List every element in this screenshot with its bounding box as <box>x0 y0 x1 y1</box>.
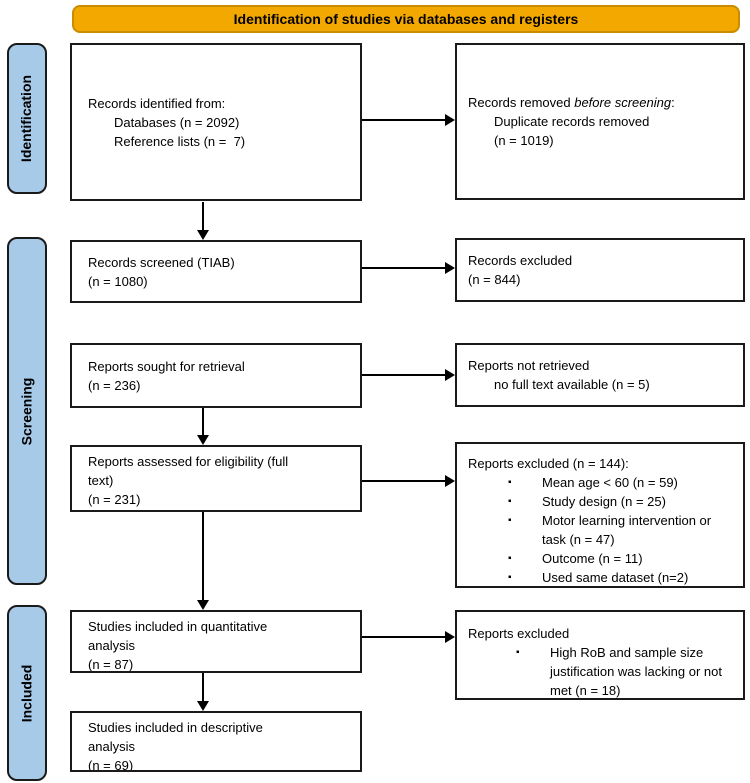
box-records-removed: Records removed before screening: Duplic… <box>455 43 745 200</box>
banner-identification-via-databases: Identification of studies via databases … <box>72 5 740 33</box>
exclusion-reason-text: Outcome (n = 11) <box>542 551 643 566</box>
arrow-right-assessed-to-excluded <box>362 475 455 487</box>
bullet-square-icon: ▪ <box>516 647 520 658</box>
bullet-square-icon: ▪ <box>508 515 512 526</box>
exclusion-reason-item: ▪ Mean age < 60 (n = 59) <box>508 473 737 492</box>
box-reports-excluded-eligibility: Reports excluded (n = 144): ▪ Mean age <… <box>455 442 745 588</box>
included-descriptive-line2: analysis <box>88 739 135 754</box>
records-excluded-line2: (n = 844) <box>468 272 521 287</box>
box-reports-not-retrieved: Reports not retrieved no full text avail… <box>455 343 745 407</box>
arrow-right-sought-to-not-retrieved <box>362 369 455 381</box>
reports-assessed-line1: Reports assessed for eligibility (full <box>88 454 289 469</box>
exclusion-reason-item: ▪ Outcome (n = 11) <box>508 549 737 568</box>
banner-label: Identification of studies via databases … <box>233 10 579 27</box>
bullet-square-icon: ▪ <box>508 553 512 564</box>
records-screened-line2: (n = 1080) <box>88 273 148 289</box>
exclusion-reason-item: ▪ High RoB and sample size justification… <box>516 643 737 698</box>
included-quantitative-line1: Studies included in quantitative <box>88 619 268 634</box>
records-excluded-line1: Records excluded <box>468 253 573 268</box>
reports-sought-line2: (n = 236) <box>88 377 141 393</box>
records-identified-line3: Reference lists (n = 7) <box>114 133 246 149</box>
bullet-square-icon: ▪ <box>508 572 512 583</box>
phase-label-screening-text: Screening <box>18 377 35 445</box>
arrow-right-screened-to-excluded <box>362 262 455 274</box>
arrow-down-identified-to-screened <box>197 202 209 240</box>
reports-not-retrieved-line1: Reports not retrieved <box>468 358 590 373</box>
phase-label-included: Included <box>7 605 47 781</box>
records-removed-line3: (n = 1019) <box>494 133 554 148</box>
included-quantitative-line3: (n = 87) <box>88 657 134 672</box>
arrow-down-sought-to-assessed <box>197 408 209 445</box>
bullet-square-icon: ▪ <box>508 477 512 488</box>
box-reports-excluded-rob: Reports excluded ▪ High RoB and sample s… <box>455 610 745 700</box>
box-records-screened: Records screened (TIAB) (n = 1080) <box>70 240 362 303</box>
reports-assessed-line3: (n = 231) <box>88 492 141 507</box>
box-included-quantitative: Studies included in quantitative analysi… <box>70 610 362 673</box>
exclusion-reason-item: ▪ Used same dataset (n=2) <box>508 568 737 586</box>
records-identified-line1: Records identified from: <box>88 95 226 111</box>
reports-assessed-line2: text) <box>88 473 114 488</box>
records-removed-line1-normal: Records removed <box>468 95 575 110</box>
phase-label-included-text: Included <box>18 664 35 722</box>
records-identified-line2: Databases (n = 2092) <box>114 114 240 130</box>
phase-label-identification: Identification <box>7 43 47 194</box>
box-reports-assessed: Reports assessed for eligibility (full t… <box>70 445 362 512</box>
records-removed-line1-suffix: : <box>671 95 675 110</box>
reports-sought-line1: Reports sought for retrieval <box>88 358 245 374</box>
included-descriptive-line3: (n = 69) <box>88 758 134 772</box>
arrow-right-quantitative-to-excluded <box>362 631 455 643</box>
box-reports-sought: Reports sought for retrieval (n = 236) <box>70 343 362 408</box>
records-removed-line1: Records removed before screening: <box>468 93 737 112</box>
included-descriptive-line1: Studies included in descriptive <box>88 720 263 735</box>
bullet-square-icon: ▪ <box>508 496 512 507</box>
phase-label-screening: Screening <box>7 237 47 585</box>
reports-not-retrieved-line2: no full text available (n = 5) <box>494 377 650 392</box>
exclusion-reason-text: High RoB and sample size justification w… <box>550 645 722 698</box>
exclusion-reason-text: Used same dataset (n=2) <box>542 570 689 585</box>
exclusion-reason-text: Study design (n = 25) <box>542 494 666 509</box>
included-quantitative-line2: analysis <box>88 638 135 653</box>
records-removed-line1-italic: before screening <box>574 95 672 110</box>
box-records-identified: Records identified from: Databases (n = … <box>70 43 362 201</box>
arrow-down-assessed-to-quantitative <box>197 512 209 610</box>
records-removed-line2: Duplicate records removed <box>494 114 650 129</box>
box-records-excluded: Records excluded (n = 844) <box>455 238 745 302</box>
arrow-down-quantitative-to-descriptive <box>197 673 209 711</box>
reports-excluded-rob-title: Reports excluded <box>468 626 570 641</box>
exclusion-reason-item: ▪ Motor learning intervention or task (n… <box>508 511 737 549</box>
box-included-descriptive: Studies included in descriptive analysis… <box>70 711 362 772</box>
arrow-right-identified-to-removed <box>362 114 455 126</box>
phase-label-identification-text: Identification <box>18 74 35 163</box>
records-screened-line1: Records screened (TIAB) <box>88 254 235 270</box>
exclusion-reason-text: Mean age < 60 (n = 59) <box>542 475 678 490</box>
reports-excluded-eligibility-title: Reports excluded (n = 144): <box>468 456 629 471</box>
exclusion-reason-item: ▪ Study design (n = 25) <box>508 492 737 511</box>
exclusion-reason-text: Motor learning intervention or task (n =… <box>542 513 712 547</box>
